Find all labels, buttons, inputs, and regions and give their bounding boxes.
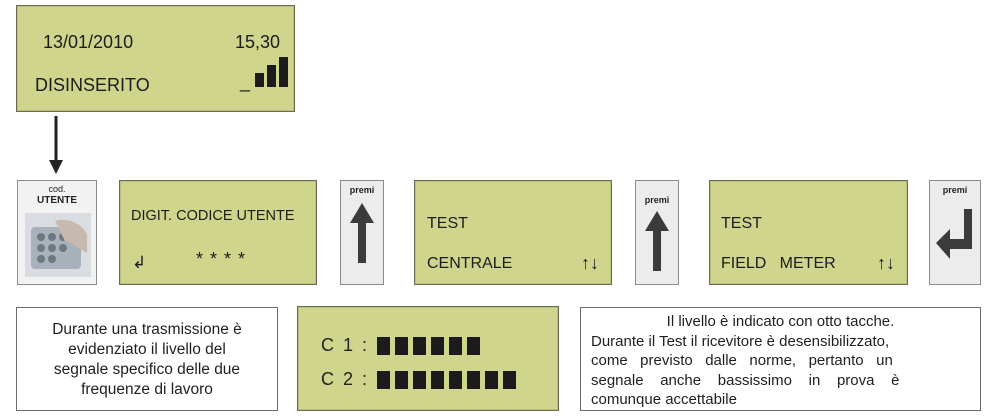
level-notch (431, 336, 445, 355)
level-notch (449, 370, 463, 389)
main-display: 13/01/2010 15,30 DISINSERITO _ (16, 5, 295, 112)
note-line: Durante il Test il ricevitore è desensib… (591, 332, 890, 350)
user-code-key[interactable]: cod. UTENTE (17, 180, 97, 285)
note-line: comunque accettabile (591, 391, 737, 408)
signal-levels-display: C 1 : C 2 : (297, 306, 559, 411)
enter-glyph-icon: ↲ (132, 253, 147, 272)
signal-bar (279, 57, 288, 87)
note-line: frequenze di lavoro (81, 381, 213, 398)
key-label-utente: UTENTE (37, 195, 77, 206)
level-notch (503, 370, 517, 389)
channel-2-row: C 2 : (321, 369, 521, 390)
level-notch (395, 336, 409, 355)
level-info-note: Il livello è indicato con otto tacche. D… (580, 307, 981, 411)
key-label-cod: cod. (48, 184, 66, 194)
note-line: come previsto dalle norme, pertanto un (591, 352, 893, 369)
channel-1-row: C 1 : (321, 335, 485, 356)
note-line: segnale specifico delle due (53, 361, 241, 378)
level-notch (413, 370, 427, 389)
level-notch (467, 336, 481, 355)
test-label: TEST (427, 215, 468, 232)
date-text: 13/01/2010 (43, 32, 134, 52)
premi-up-button[interactable]: premi (635, 180, 679, 285)
centrale-label: CENTRALE (427, 255, 513, 272)
up-down-arrows-icon: ↑↓ (877, 253, 895, 273)
note-title: Il livello è indicato con otto tacche. (666, 313, 895, 330)
premi-label: premi (942, 185, 968, 195)
code-entry-display: DIGIT. CODICE UTENTE ↲ * * * * (119, 180, 317, 285)
arrow-up-icon (645, 211, 669, 271)
down-arrow-icon (49, 116, 63, 174)
field-meter-label: FIELD METER (721, 255, 836, 272)
premi-up-button[interactable]: premi (340, 180, 384, 285)
note-line: evidenziato il livello del (68, 341, 226, 358)
enter-arrow-icon (936, 209, 972, 259)
note-line: segnale anche bassissimo in prova è (591, 371, 900, 389)
up-down-arrows-icon: ↑↓ (581, 253, 599, 273)
code-prompt-text: DIGIT. CODICE UTENTE (131, 208, 295, 224)
channel-1-level-bars (377, 336, 485, 355)
channel-1-label: C 1 : (321, 335, 370, 355)
premi-enter-button[interactable]: premi (929, 180, 981, 285)
test-centrale-display: TEST CENTRALE ↑↓ (414, 180, 612, 285)
note-line: Durante una trasmissione è (52, 321, 242, 338)
channel-2-level-bars (377, 370, 521, 389)
signal-bar (267, 65, 276, 87)
level-notch (413, 336, 427, 355)
signal-dash: _ (240, 72, 251, 92)
level-notch (485, 370, 499, 389)
test-field-meter-display: TEST FIELD METER ↑↓ (709, 180, 908, 285)
keypad-hand-icon (25, 213, 91, 277)
test-label: TEST (721, 215, 762, 232)
premi-label: premi (349, 185, 375, 195)
level-notch (377, 370, 391, 389)
level-notch (431, 370, 445, 389)
status-text: DISINSERITO (35, 75, 150, 95)
signal-bar (255, 73, 264, 87)
level-notch (377, 336, 391, 355)
code-mask-text: * * * * (196, 249, 247, 269)
channel-2-label: C 2 : (321, 369, 370, 389)
level-notch (395, 370, 409, 389)
level-notch (449, 336, 463, 355)
level-notch (467, 370, 481, 389)
arrow-up-icon (350, 203, 374, 263)
time-text: 15,30 (235, 32, 281, 52)
premi-label: premi (644, 195, 670, 205)
transmission-note: Durante una trasmissione è evidenziato i… (16, 307, 278, 411)
